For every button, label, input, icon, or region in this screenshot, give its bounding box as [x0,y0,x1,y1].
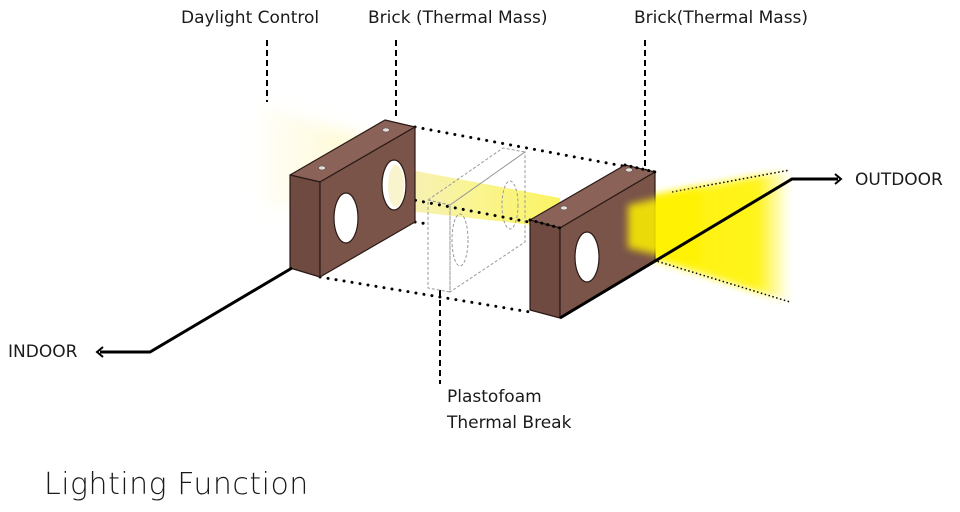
indoor-leader-line [100,266,293,354]
diagram-title: Lighting Function [44,467,309,502]
light-beam-middle [400,168,560,228]
beam-in-hole [388,165,404,207]
label-plastofoam-line1: Plastofoam [447,387,542,407]
label-plastofoam-line2: Thermal Break [447,413,572,433]
label-outdoor: OUTDOOR [855,170,943,190]
brick-left-pin-1 [318,165,326,171]
brick-left-pin-2 [382,127,390,133]
cone-edge-top [671,169,791,193]
outdoor-leader-line [559,177,838,320]
indoor-arrowhead-icon [95,346,104,358]
label-brick-left: Brick (Thermal Mass) [368,8,548,28]
label-indoor: INDOOR [8,342,78,362]
brick-right-side [529,219,561,319]
brick-right-pin-2 [625,167,633,173]
frame-dotted-right-top2 [623,163,657,174]
plastofoam-thermal-break [426,147,527,293]
outdoor-arrowhead-icon [834,173,843,185]
brick-right-pin-1 [560,205,568,211]
label-daylight-control: Daylight Control [181,8,320,28]
brick-left-hole-1 [333,192,359,244]
frame-dotted-right-top [528,218,562,230]
label-brick-right: Brick(Thermal Mass) [634,8,809,28]
brick-right-hole [574,231,600,283]
brick-left-side [289,174,321,278]
